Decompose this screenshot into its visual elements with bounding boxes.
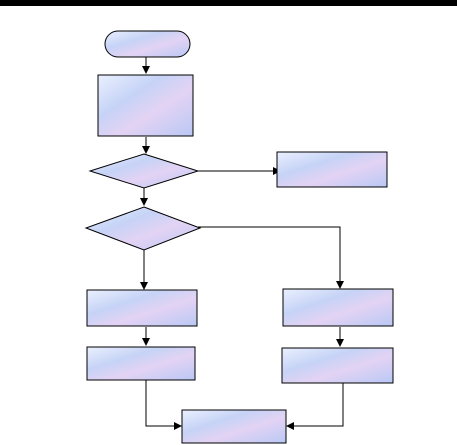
decision-diamond-2 <box>84 206 202 251</box>
end-process-box <box>181 409 287 444</box>
right-process-box-2 <box>281 347 394 384</box>
header-bar <box>0 0 457 6</box>
left-process-box-1 <box>86 289 198 327</box>
side-process-box <box>276 151 388 188</box>
edge-right2-endbox <box>286 383 344 430</box>
edge-decision2-right1 <box>198 226 344 289</box>
edge-left2-endbox <box>145 380 182 430</box>
edges <box>140 57 344 430</box>
right-process-box-1 <box>282 288 394 327</box>
start-terminator <box>104 30 191 58</box>
nodes <box>84 30 394 444</box>
left-process-box-2 <box>86 346 196 381</box>
decision-diamond-1 <box>88 153 200 189</box>
process-box-1 <box>97 74 194 137</box>
